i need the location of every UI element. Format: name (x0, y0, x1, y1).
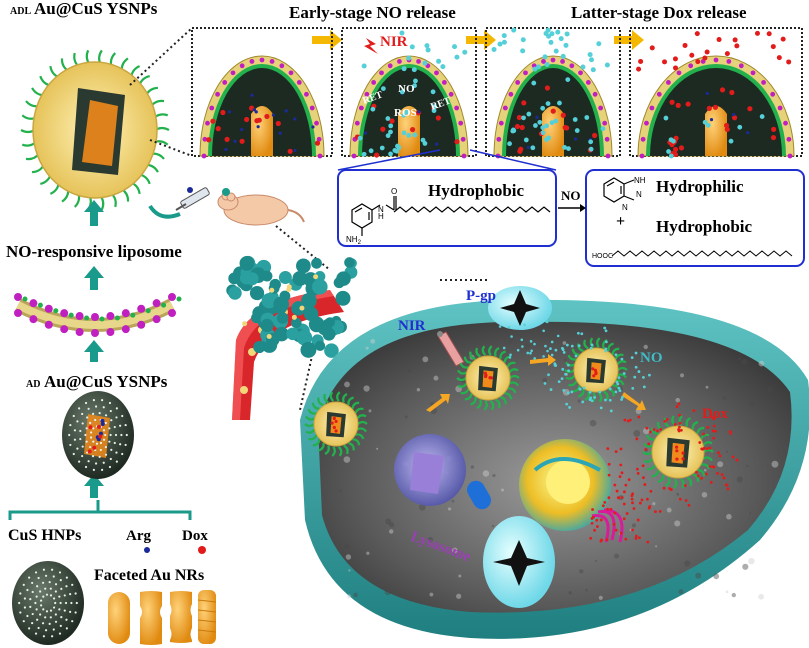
dox-label: Dox (182, 528, 208, 544)
early-stage-title: Early-stage NO release (289, 3, 456, 22)
arrow-icon (84, 200, 104, 498)
arrow-icon (426, 354, 646, 412)
nir-cell-label: NIR (398, 318, 426, 334)
adl-prefix: ADL (10, 6, 31, 17)
plus-sign: + (616, 213, 625, 230)
liposome-bilayer (14, 293, 182, 337)
ad-title: Au@CuS YSNPs (44, 372, 168, 391)
no-arrow-label: NO (561, 188, 581, 203)
nir-top-label: NIR (380, 34, 408, 50)
adl-nanoparticle (20, 49, 170, 211)
no-cloud (498, 320, 651, 413)
dox-cell-label: Dox (702, 406, 728, 422)
laser-icon (437, 331, 465, 367)
arrow-icon (312, 30, 644, 50)
nucleus (519, 439, 611, 531)
nh2-label: NH2 (346, 235, 362, 246)
dox-cloud (589, 402, 739, 544)
triazole-n1: N (636, 190, 642, 199)
triazole-n2: N (622, 203, 628, 212)
benzotriazole (603, 177, 635, 203)
organelle-capsule (467, 480, 491, 510)
pgp-pump-icon (483, 286, 555, 608)
latter-stage-title: Latter-stage Dox release (571, 3, 747, 22)
hydrophilic-label: Hydrophilic (656, 177, 744, 196)
hydrophobic-right-label: Hydrophobic (656, 217, 753, 236)
no-panel-label: NO (398, 83, 415, 95)
amide-o: O (391, 187, 397, 196)
cus-hnps-label: CuS HNPs (8, 527, 81, 544)
pgp-label: P-gp (466, 288, 496, 304)
cus-hnp-shell (12, 561, 84, 645)
syringe-icon (148, 187, 210, 219)
hydrophobic-molecule (351, 196, 551, 236)
panel-domes (199, 27, 795, 159)
liposome-label: NO-responsive liposome (6, 242, 182, 261)
mouse-icon (217, 188, 305, 226)
no-cell-label: NO (640, 350, 663, 366)
arg-label: Arg (126, 528, 151, 544)
au-nanorods (108, 590, 217, 645)
ad-prefix: AD (26, 379, 40, 390)
dox-dot (198, 546, 206, 554)
triazole-nh: NH (634, 176, 646, 185)
adl-title: Au@CuS YSNPs (34, 0, 158, 18)
nir-bolt (364, 38, 378, 54)
faceted-au-label: Faceted Au NRs (94, 567, 204, 584)
amide-n: N (378, 205, 384, 214)
arrow-icon (558, 204, 586, 212)
amide-h: H (378, 212, 384, 221)
lysosome (394, 434, 466, 506)
bracket (8, 510, 192, 520)
hydrophobic-left-label: Hydrophobic (428, 181, 525, 200)
ros-label: ROS (394, 107, 417, 119)
arg-dot (144, 547, 150, 553)
hooc-label: HOOC (592, 253, 613, 260)
ad-nanoparticle (62, 391, 134, 479)
fatty-chain (611, 250, 793, 257)
hydrophilic-box (585, 169, 805, 267)
blood-vessel (226, 255, 358, 420)
cell-nanoparticles (304, 337, 714, 489)
